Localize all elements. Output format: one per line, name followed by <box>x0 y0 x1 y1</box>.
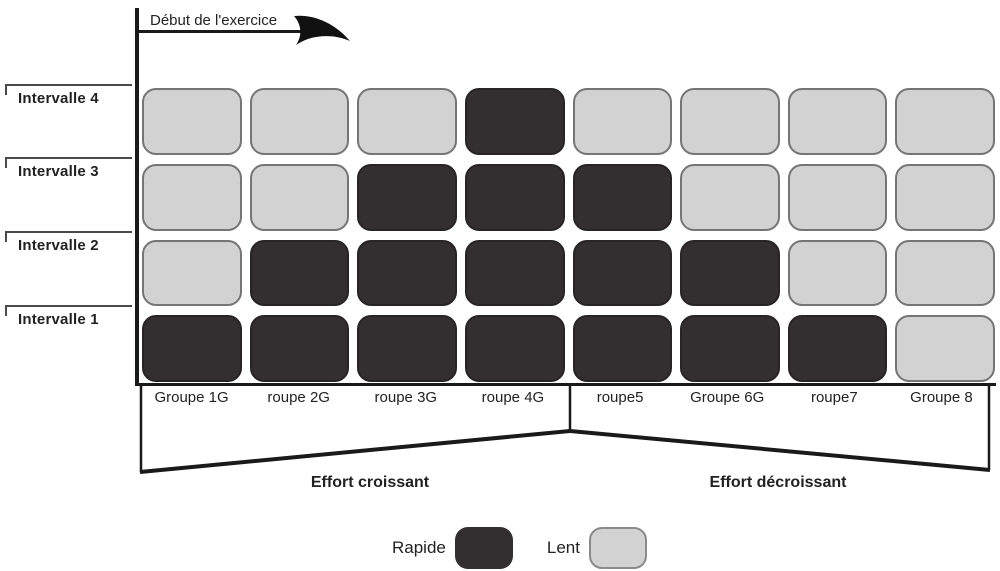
interval-label-1: Intervalle 1 <box>5 305 132 339</box>
grid-cell-r1-c2 <box>357 163 457 231</box>
grid-cell-r0-c0 <box>142 88 242 155</box>
grid-cell-r2-c0 <box>142 239 242 307</box>
legend-swatch-rapide <box>454 527 513 569</box>
legend-label-rapide: Rapide <box>392 538 446 557</box>
legend: Rapide Lent <box>392 524 647 571</box>
grid-cell-r1-c5 <box>680 163 780 231</box>
phase-label-croissant: Effort croissant <box>310 474 430 491</box>
group-label: roupe 4G <box>481 389 545 406</box>
grid-cell-r1-c4 <box>572 163 673 231</box>
group-label: Groupe 1G <box>154 389 229 406</box>
interval-grid <box>142 88 995 382</box>
phase-bracket <box>139 386 991 474</box>
legend-label-lent: Lent <box>546 538 580 557</box>
grid-cell-r1-c0 <box>142 163 242 231</box>
group-label: roupe7 <box>810 389 858 406</box>
grid-cell-r3-c4 <box>572 315 673 382</box>
grid-cell-r3-c5 <box>680 315 780 382</box>
grid-cell-r2-c3 <box>464 239 565 307</box>
grid-cell-r1-c3 <box>464 163 565 231</box>
start-arrow-icon <box>294 15 350 45</box>
interval-label-3: Intervalle 3 <box>5 157 132 191</box>
grid-cell-r2-c1 <box>249 239 350 307</box>
start-label: Début de l'exercice <box>150 12 278 29</box>
grid-cell-r1-c6 <box>787 163 888 231</box>
group-label: roupe5 <box>596 389 644 406</box>
grid-cell-r1-c7 <box>895 163 995 231</box>
interval-label-4: Intervalle 4 <box>5 84 132 118</box>
group-label: Groupe 8 <box>910 389 973 406</box>
grid-cell-r2-c2 <box>357 239 457 307</box>
interval-label-text: Intervalle 3 <box>18 163 99 180</box>
interval-label-text: Intervalle 4 <box>18 90 99 107</box>
grid-cell-r3-c1 <box>249 315 350 382</box>
grid-cell-r0-c1 <box>249 88 350 155</box>
legend-swatch-lent <box>588 527 647 569</box>
grid-cell-r2-c6 <box>787 239 888 307</box>
grid-cell-r2-c4 <box>572 239 673 307</box>
grid-cell-r0-c4 <box>572 88 673 155</box>
y-axis-line <box>135 8 139 386</box>
grid-cell-r0-c7 <box>895 88 995 155</box>
grid-cell-r2-c7 <box>895 239 995 307</box>
group-axis-labels: Groupe 1G roupe 2G roupe 3G roupe 4G rou… <box>138 389 995 406</box>
grid-cell-r0-c5 <box>680 88 780 155</box>
interval-label-text: Intervalle 1 <box>18 311 99 328</box>
interval-label-2: Intervalle 2 <box>5 231 132 265</box>
grid-cell-r2-c5 <box>680 239 780 307</box>
x-axis-line <box>135 383 996 386</box>
grid-cell-r3-c7 <box>895 315 995 382</box>
grid-cell-r3-c0 <box>142 315 242 382</box>
group-label: roupe 2G <box>267 389 330 406</box>
group-label: roupe 3G <box>374 389 438 406</box>
grid-cell-r3-c6 <box>787 315 888 382</box>
grid-cell-r1-c1 <box>249 163 350 231</box>
interval-label-text: Intervalle 2 <box>18 237 99 254</box>
start-axis-line <box>139 30 329 33</box>
grid-cell-r3-c3 <box>464 315 565 382</box>
phase-label-decroissant: Effort décroissant <box>709 474 847 491</box>
grid-cell-r0-c3 <box>464 88 565 155</box>
grid-cell-r0-c6 <box>787 88 888 155</box>
grid-cell-r3-c2 <box>357 315 457 382</box>
group-label: Groupe 6G <box>690 389 765 406</box>
grid-cell-r0-c2 <box>357 88 457 155</box>
